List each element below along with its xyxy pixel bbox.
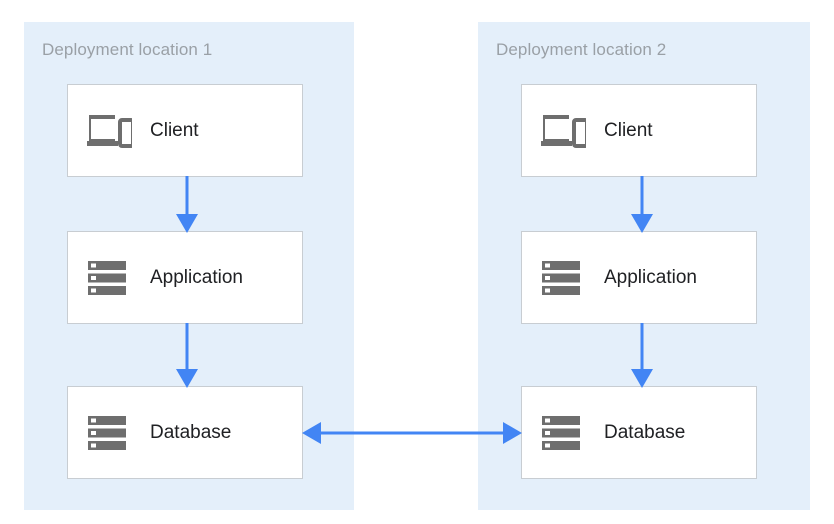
client-devices-icon bbox=[87, 114, 132, 148]
node-application-location-2[interactable]: Application bbox=[521, 231, 757, 324]
server-stack-icon bbox=[88, 260, 126, 295]
server-stack-icon bbox=[88, 415, 126, 450]
server-stack-icon bbox=[542, 415, 580, 450]
panel-label-location-1: Deployment location 1 bbox=[42, 40, 213, 59]
node-label-database-location-2: Database bbox=[604, 421, 686, 443]
node-database-location-2[interactable]: Database bbox=[521, 386, 757, 479]
node-label-database-location-1: Database bbox=[150, 421, 232, 443]
deployment-location-2-panel: Deployment location 2 Client Application bbox=[478, 22, 810, 510]
node-database-location-1[interactable]: Database bbox=[67, 386, 303, 479]
deployment-location-1-panel: Deployment location 1 Client Application bbox=[24, 22, 354, 510]
node-client-location-1[interactable]: Client bbox=[67, 84, 303, 177]
node-label-client-location-1: Client bbox=[150, 119, 199, 141]
server-stack-icon bbox=[542, 260, 580, 295]
node-label-application-location-2: Application bbox=[604, 266, 697, 288]
node-label-application-location-1: Application bbox=[150, 266, 243, 288]
node-client-location-2[interactable]: Client bbox=[521, 84, 757, 177]
panel-label-location-2: Deployment location 2 bbox=[496, 40, 667, 59]
client-devices-icon bbox=[541, 114, 586, 148]
node-application-location-1[interactable]: Application bbox=[67, 231, 303, 324]
node-label-client-location-2: Client bbox=[604, 119, 653, 141]
